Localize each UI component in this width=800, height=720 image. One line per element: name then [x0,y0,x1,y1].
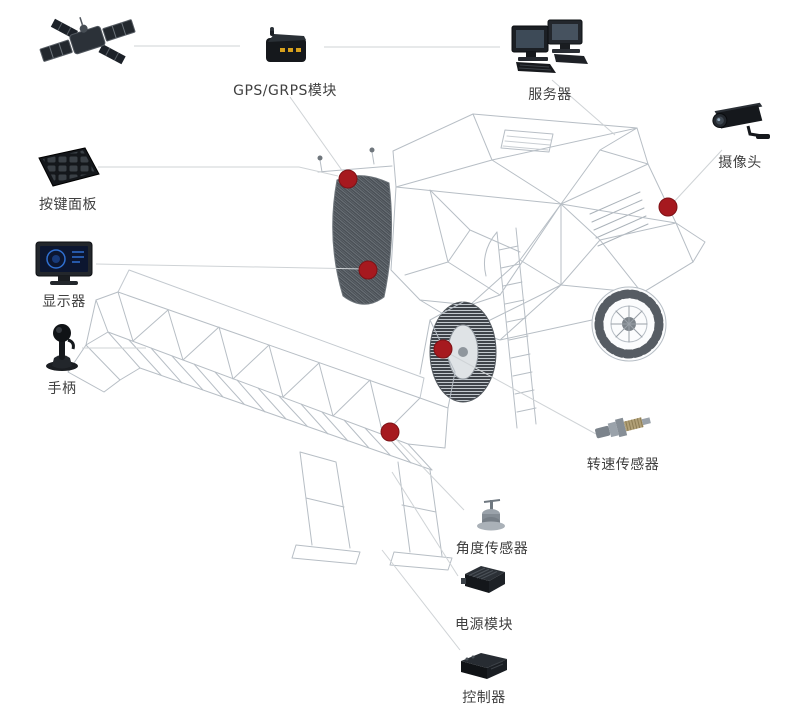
line-camera-harvester [671,149,723,205]
install-point-markers [338,169,678,442]
component-display: 显示器 [26,240,102,311]
line-controller-harvester [381,549,461,651]
server-label: 服务器 [528,87,572,103]
line-angle-sensor-harvester [393,436,465,511]
camera-icon [712,102,770,139]
satellite-icon [39,17,136,65]
controller-label: 控制器 [462,690,506,706]
camera-label: 摄像头 [718,155,762,171]
keypad-panel-icon [38,147,100,187]
install-point-marker [658,197,678,217]
joystick-icon [46,324,78,371]
line-gps-harvester [289,96,347,177]
component-angle-sensor: 角度传感器 [446,498,538,558]
install-point-marker [338,169,358,189]
gps-module-label: GPS/GRPS模块 [233,83,337,99]
power-module-label: 电源模块 [455,617,513,633]
display-icon [35,241,93,285]
gps-module-icon [266,27,306,62]
angle-sensor-icon [477,499,505,531]
install-point-marker [380,422,400,442]
line-keypad-harvester [98,166,339,177]
angle-sensor-label: 角度传感器 [455,541,529,557]
component-camera: 摄像头 [700,100,780,172]
component-keypad-panel: 按键面板 [26,146,110,214]
server-icon [511,19,588,73]
display-label: 显示器 [42,294,86,310]
install-point-marker [433,339,453,359]
controller-icon [461,653,507,679]
line-display-harvester [95,263,366,270]
harvester-wireframe [67,113,706,571]
component-controller: 控制器 [446,645,522,707]
component-server: 服务器 [498,16,602,104]
install-point-marker [358,260,378,280]
component-joystick: 手柄 [30,322,94,398]
joystick-label: 手柄 [47,381,77,397]
line-speed-sensor-harvester [449,353,597,435]
component-satellite [36,4,140,76]
power-module-icon [461,566,505,593]
line-server-harvester [551,79,616,136]
keypad-panel-label: 按键面板 [39,197,97,213]
connector-lines [82,45,723,651]
component-power-module: 电源模块 [444,560,524,634]
speed-sensor-label: 转速传感器 [586,457,660,473]
speed-sensor-icon [595,417,651,439]
line-power-module-harvester [391,471,459,577]
component-speed-sensor: 转速传感器 [575,408,671,474]
component-gps-module: GPS/GRPS模块 [230,26,340,100]
